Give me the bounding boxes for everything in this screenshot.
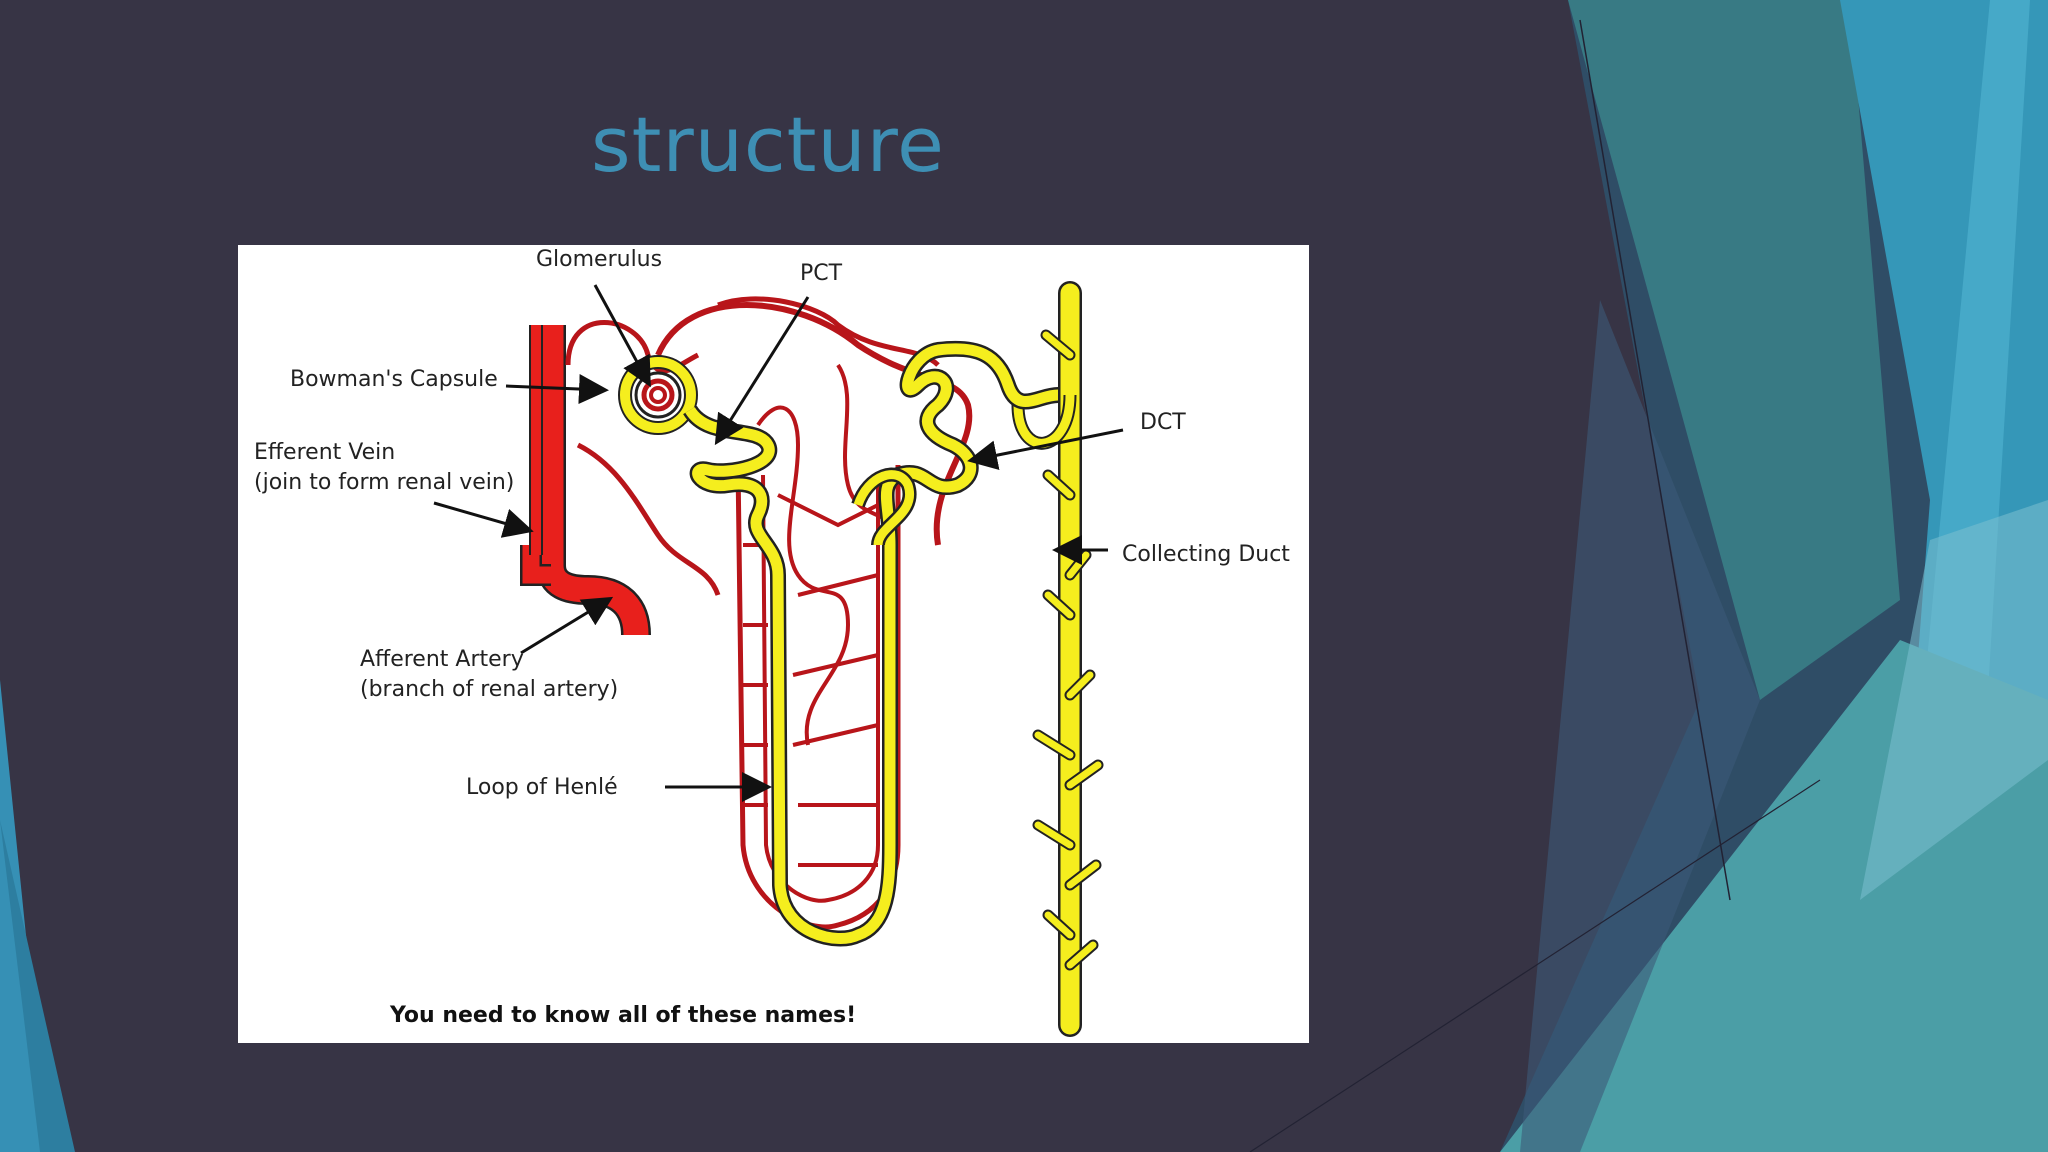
arrow-pct — [714, 296, 810, 446]
slide-title: structure — [591, 100, 945, 189]
label-efferent-vein-line2: (join to form renal vein) — [254, 470, 515, 495]
collecting-duct-shape — [1011, 281, 1104, 1037]
arrow-dct — [967, 428, 1124, 471]
bg-facet-teal-top — [1568, 0, 1900, 700]
label-dct: DCT — [1140, 410, 1186, 435]
diagram-note: You need to know all of these names! — [390, 1003, 857, 1028]
label-afferent-artery-line1: Afferent Artery — [360, 647, 524, 672]
label-bowmans-capsule: Bowman's Capsule — [290, 367, 498, 392]
bg-facet-left-sliver — [0, 820, 75, 1152]
bg-facet-mid-slate — [1520, 300, 1760, 1152]
label-afferent-artery-line2: (branch of renal artery) — [360, 677, 619, 702]
tubule-shape — [618, 340, 1059, 947]
arrow-efferent-vein — [433, 501, 534, 538]
bg-line-diagonal — [1579, 19, 1731, 901]
nephron-figure: Glomerulus PCT Bowman's Capsule Efferent… — [238, 245, 1309, 1043]
arrow-afferent-artery — [520, 596, 614, 655]
bg-line-lower — [1249, 779, 1821, 1152]
label-efferent-vein-line1: Efferent Vein — [254, 440, 396, 465]
arrow-bowmans-capsule — [505, 374, 609, 404]
leader-arrows — [433, 284, 1124, 802]
label-pct: PCT — [800, 261, 843, 286]
arrow-glomerulus — [593, 284, 651, 388]
label-loop-of-henle: Loop of Henlé — [466, 775, 618, 800]
label-collecting-duct: Collecting Duct — [1122, 542, 1290, 567]
nephron-diagram — [433, 281, 1124, 1037]
bg-facet-bottom-light — [1860, 500, 2048, 900]
label-glomerulus: Glomerulus — [536, 247, 663, 272]
